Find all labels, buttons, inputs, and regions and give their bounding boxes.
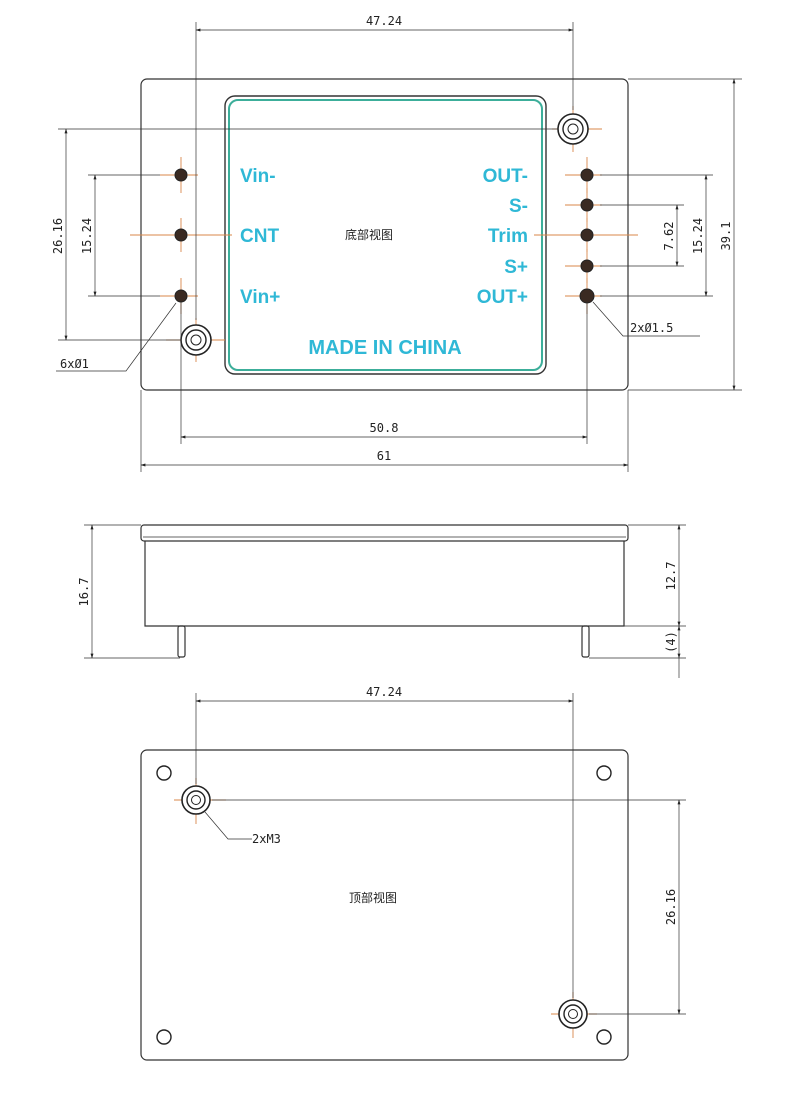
dim-label-side-total-height: 16.7 [77, 578, 91, 607]
dim-pin-span: 50.8 [180, 302, 588, 444]
bottom-view: Vin- CNT Vin+ OUT- S- Trim S+ OUT+ 底部视图 … [51, 14, 742, 472]
mount-studs-bottom [180, 113, 589, 356]
dim-label-right-small: 7.62 [662, 222, 676, 251]
dim-label-side-pin-length: (4) [664, 631, 678, 653]
pin-labels-right: OUT- S- Trim S+ OUT+ [477, 166, 528, 308]
pin-label-out-plus: OUT+ [477, 287, 528, 308]
side-view-cover [140, 524, 629, 542]
pins-left [174, 168, 188, 303]
dim-label-left-outer: 26.16 [51, 218, 65, 254]
pin-labels-left: Vin- CNT Vin+ [240, 166, 280, 308]
dim-left-outer: 26.16 [51, 128, 558, 341]
corner-hole-bl [156, 1029, 172, 1045]
dim-right-small: 7.62 [600, 204, 684, 267]
dim-label-top-view-height: 26.16 [664, 889, 678, 925]
bottom-view-label: 底部视图 [345, 227, 393, 242]
side-view-pin-left [177, 625, 186, 658]
dim-left-inner: 15.24 [80, 174, 160, 297]
side-view-body [144, 541, 625, 627]
callout-large-pins: 2xØ1.5 [592, 301, 700, 337]
corner-hole-tr [596, 765, 612, 781]
dim-label-left-inner: 15.24 [80, 218, 94, 254]
pin-label-vin-plus: Vin+ [240, 287, 280, 308]
side-view: 16.7 12.7 (4) [77, 524, 686, 678]
pin-label-trim: Trim [488, 226, 528, 247]
top-view-body [140, 749, 629, 1061]
pins-right [579, 168, 595, 304]
pin-label-vin-minus: Vin- [240, 166, 276, 187]
dim-label-pin-span: 50.8 [370, 421, 399, 435]
bottom-view-body [140, 78, 629, 391]
callout-mount-holes: 2xM3 [204, 811, 281, 846]
callout-label-small-pins: 6xØ1 [60, 357, 89, 371]
callout-label-large-pins: 2xØ1.5 [630, 321, 673, 335]
pin-label-out-minus: OUT- [483, 166, 528, 187]
callout-small-pins: 6xØ1 [56, 302, 177, 372]
dim-side-body-height: 12.7 [624, 524, 686, 627]
dim-top-view-width: 47.24 [195, 685, 574, 998]
dim-top-view-height: 26.16 [212, 799, 686, 1015]
callout-label-mount-holes: 2xM3 [252, 832, 281, 846]
dim-right-height: 39.1 [628, 78, 742, 391]
top-view-label: 顶部视图 [349, 890, 397, 905]
dim-right-inner: 15.24 [600, 174, 713, 297]
made-in-china-label: MADE IN CHINA [308, 337, 461, 359]
side-view-pin-right [581, 625, 590, 658]
top-view: 顶部视图 47.24 26.16 2xM3 [140, 685, 686, 1061]
corner-hole-tl [156, 765, 172, 781]
corner-hole-br [596, 1029, 612, 1045]
dim-side-total-height: 16.7 [77, 524, 180, 659]
dim-top-width: 47.24 [195, 14, 574, 320]
dim-total-width: 61 [140, 390, 629, 472]
pin-label-s-minus: S- [509, 196, 528, 217]
dim-label-top-width: 47.24 [366, 14, 402, 28]
dim-label-right-inner: 15.24 [691, 218, 705, 254]
dim-label-right-height: 39.1 [719, 222, 733, 251]
dim-label-side-body-height: 12.7 [664, 562, 678, 591]
dim-side-pin-length: (4) [589, 625, 686, 678]
mount-studs-top [181, 785, 588, 1029]
dim-label-top-view-width: 47.24 [366, 685, 402, 699]
pin-label-cnt: CNT [240, 226, 279, 247]
dim-label-total-width: 61 [377, 449, 391, 463]
pin-label-s-plus: S+ [504, 257, 528, 278]
